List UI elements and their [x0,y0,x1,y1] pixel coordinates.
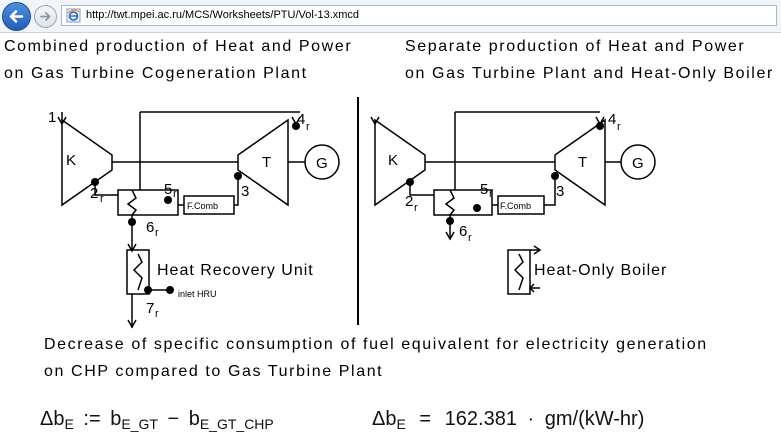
left-node-5 [164,196,172,204]
description-line2: on CHP compared to Gas Turbine Plant [44,363,384,380]
right-heat-only-boiler [507,249,531,295]
left-node-6 [128,218,136,226]
right-sub-r-6: r [468,232,472,244]
left-point-6: 6 [146,219,154,236]
right-node-3 [551,172,559,180]
left-turbine [237,118,289,207]
left-title-line1: Combined production of Heat and Power [4,38,353,55]
left-generator-label: G [316,155,328,172]
b-gt-symbol: b [110,408,122,430]
left-sub-r-7: r [155,308,159,320]
left-point-7: 7 [146,300,154,317]
result-formula: ΔbE = 162.381 · gm/(kW-hr) [372,408,644,432]
result-delta-b-symbol: Δb [372,408,397,430]
right-title-line2: on Gas Turbine Plant and Heat-Only Boile… [405,65,774,82]
left-sub-r-5: r [173,188,177,200]
ie-page-icon [66,8,81,23]
left-point-5: 5 [164,181,172,198]
result-unit: gm/(kW-hr) [544,408,645,430]
url-field[interactable]: http://twt.mpei.ac.ru/MCS/Worksheets/PTU… [61,5,777,26]
forward-button[interactable] [34,5,57,28]
left-sub-r-6: r [155,227,159,239]
b-chp-subscript: E_GT_CHP [199,416,274,432]
left-node-inlet [166,286,174,294]
right-compressor-label: K [388,152,398,169]
right-title-line1: Separate production of Heat and Power [405,38,746,55]
delta-b-symbol: Δb [40,408,65,430]
left-node-2 [91,178,99,186]
right-node-5 [473,204,481,212]
left-point-1: 1 [48,109,56,126]
left-point-3: 3 [241,183,249,200]
url-text: http://twt.mpei.ac.ru/MCS/Worksheets/PTU… [86,9,360,21]
left-compressor [61,118,113,207]
right-combustor-label: F.Comb [500,201,531,211]
arrow-left-icon [9,10,24,23]
delta-b-subscript: E [64,416,74,432]
left-node-3 [234,172,242,180]
multiply-dot: · [527,408,535,430]
assign-operator: := [83,408,101,430]
right-point-2: 2 [405,193,413,210]
left-generator [304,144,340,180]
right-turbine [554,118,606,207]
left-node-7 [144,286,152,294]
left-inlet-label: inlet HRU [178,289,217,299]
left-point-4: 4 [297,111,305,128]
right-point-4: 4 [608,111,616,128]
left-title-line2: on Gas Turbine Cogeneration Plant [4,65,308,82]
back-button[interactable] [2,2,31,31]
right-node-4 [596,122,604,130]
right-generator [620,144,656,180]
result-subscript: E [396,416,406,432]
right-turbine-label: T [578,154,587,171]
minus-operator: − [167,408,180,430]
b-gt-subscript: E_GT [121,416,158,432]
result-value: 162.381 [444,408,517,430]
right-sub-r-5: r [489,188,493,200]
left-sub-r-2: r [100,193,104,205]
right-heat-unit-label: Heat-Only Boiler [534,262,667,279]
left-sub-r-4: r [306,121,310,133]
right-sub-r-4: r [617,121,621,133]
right-point-5: 5 [480,181,488,198]
right-node-2 [406,178,414,186]
left-heat-unit-label: Heat Recovery Unit [157,262,314,279]
right-compressor [374,118,426,207]
left-turbine-label: T [262,154,271,171]
description-line1: Decrease of specific consumption of fuel… [44,336,708,353]
left-point-2: 2 [90,185,98,202]
right-generator-label: G [632,155,644,172]
right-point-6: 6 [459,223,467,240]
arrow-right-icon [40,12,51,21]
right-sub-r-2: r [414,202,418,214]
equals-operator: = [419,408,432,430]
right-point-3: 3 [556,183,564,200]
left-heat-recovery-unit [126,249,150,295]
definition-formula: ΔbE := bE_GT − bE_GT_CHP [40,408,274,432]
address-bar: http://twt.mpei.ac.ru/MCS/Worksheets/PTU… [0,0,781,33]
left-node-4 [292,122,300,130]
left-compressor-label: K [66,152,76,169]
left-combustor-label: F.Comb [187,201,218,211]
right-node-6 [446,217,454,225]
b-chp-symbol: b [188,408,200,430]
